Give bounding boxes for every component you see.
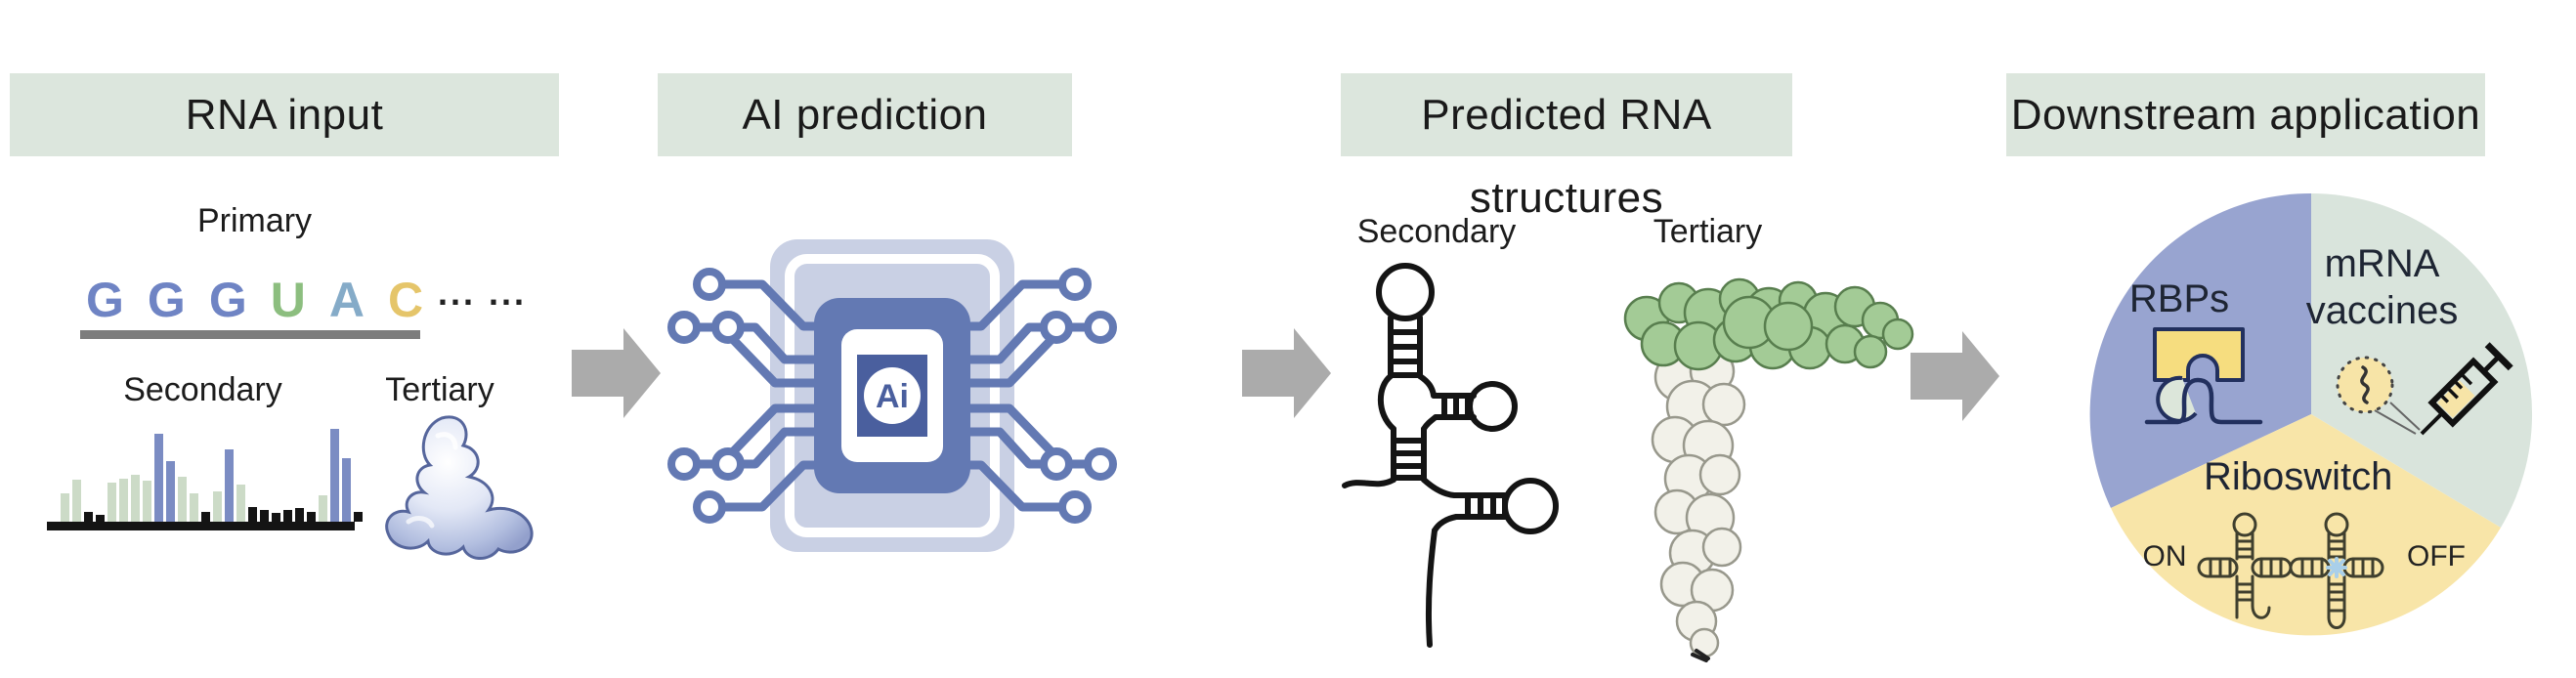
barchart-bar	[248, 507, 257, 522]
sequence-letter: G	[147, 273, 186, 327]
predicted-tertiary-render	[1623, 277, 1914, 662]
barchart-bar	[190, 493, 198, 522]
flow-arrow-2	[1242, 328, 1331, 418]
barchart-bar	[342, 458, 351, 522]
mrna-vaccine-syringe-icon	[2336, 342, 2513, 436]
barchart-bar	[61, 493, 69, 522]
riboswitch-off-icon	[2289, 512, 2384, 629]
sequence-underline	[80, 330, 420, 339]
secondary-structure-barchart	[61, 427, 363, 522]
barchart-bar	[119, 479, 128, 522]
circuit-terminal-dots	[667, 268, 1117, 524]
barchart-bar	[107, 483, 116, 522]
barchart-bar	[330, 429, 339, 522]
barchart-bar	[178, 477, 187, 522]
riboswitch-on-label: ON	[2142, 540, 2187, 572]
section-header-predicted-structures: Predicted RNA structures	[1341, 73, 1792, 222]
predicted-secondary-drawing	[1342, 263, 1559, 648]
input-secondary-label: Secondary	[123, 371, 282, 408]
barchart-bar	[201, 512, 210, 522]
section-header-ai-prediction: AI prediction	[658, 73, 1072, 156]
input-tertiary-label: Tertiary	[385, 371, 494, 408]
riboswitch-off-label: OFF	[2407, 540, 2466, 572]
predicted-tertiary-label: Tertiary	[1653, 213, 1763, 250]
barchart-bar	[84, 512, 93, 522]
barchart-bar	[307, 512, 316, 522]
tertiary-top-blobs	[1623, 277, 1914, 371]
barchart-bar	[72, 480, 81, 522]
ligand-asterisk-icon	[2326, 557, 2347, 578]
barchart-bar	[131, 475, 140, 522]
flow-arrow-3	[1911, 331, 1999, 421]
barchart-bar	[236, 485, 245, 522]
circuit-traces	[667, 268, 1117, 524]
barchart-bar	[283, 510, 292, 522]
sequence-letter: G	[208, 273, 247, 327]
flow-arrow-1	[572, 328, 661, 418]
pie-label-riboswitch: Riboswitch	[2204, 455, 2393, 498]
sequence-letter: A	[328, 273, 365, 327]
input-tertiary-blob	[385, 415, 534, 560]
barchart-bar	[295, 508, 304, 522]
tertiary-body-blobs	[1651, 348, 1746, 658]
sequence-ellipsis: ... ...	[438, 273, 528, 313]
ai-chip-label: Ai	[876, 378, 909, 415]
primary-structure-label: Primary	[196, 202, 313, 239]
rbp-protein-icon	[2144, 327, 2263, 425]
pie-label-vaccines: vaccines	[2305, 289, 2459, 332]
barchart-baseline	[47, 522, 355, 530]
mrna-squiggle	[2360, 365, 2370, 404]
barchart-bar	[166, 461, 175, 522]
sequence-letter: U	[270, 273, 306, 327]
syringe-icon	[2420, 342, 2513, 436]
riboswitch-on-icon	[2197, 512, 2293, 619]
barchart-bar	[260, 510, 269, 522]
pie-segment-mrna-vaccines	[2311, 193, 2533, 528]
barchart-bar	[154, 434, 163, 522]
sequence-letter: C	[387, 273, 424, 327]
ai-badge-circle	[864, 367, 921, 424]
barchart-bar	[319, 495, 327, 522]
barchart-bar	[96, 515, 105, 522]
ai-chip-illustration: Ai	[667, 239, 1117, 552]
barchart-bar	[225, 449, 234, 522]
barchart-bar	[354, 512, 363, 522]
barchart-bar	[143, 481, 151, 522]
sequence-letter: G	[86, 273, 124, 327]
barchart-bar	[272, 513, 280, 522]
section-header-rna-input: RNA input	[10, 73, 559, 156]
pie-segment-riboswitch	[2111, 414, 2501, 636]
pie-label-mrna: mRNA	[2324, 242, 2440, 285]
chip-inner-ring	[785, 254, 1000, 537]
barchart-bar	[213, 491, 222, 522]
pie-label-rbps: RBPs	[2128, 277, 2230, 320]
section-header-downstream-application: Downstream application	[2006, 73, 2485, 156]
predicted-secondary-label: Secondary	[1356, 213, 1517, 250]
